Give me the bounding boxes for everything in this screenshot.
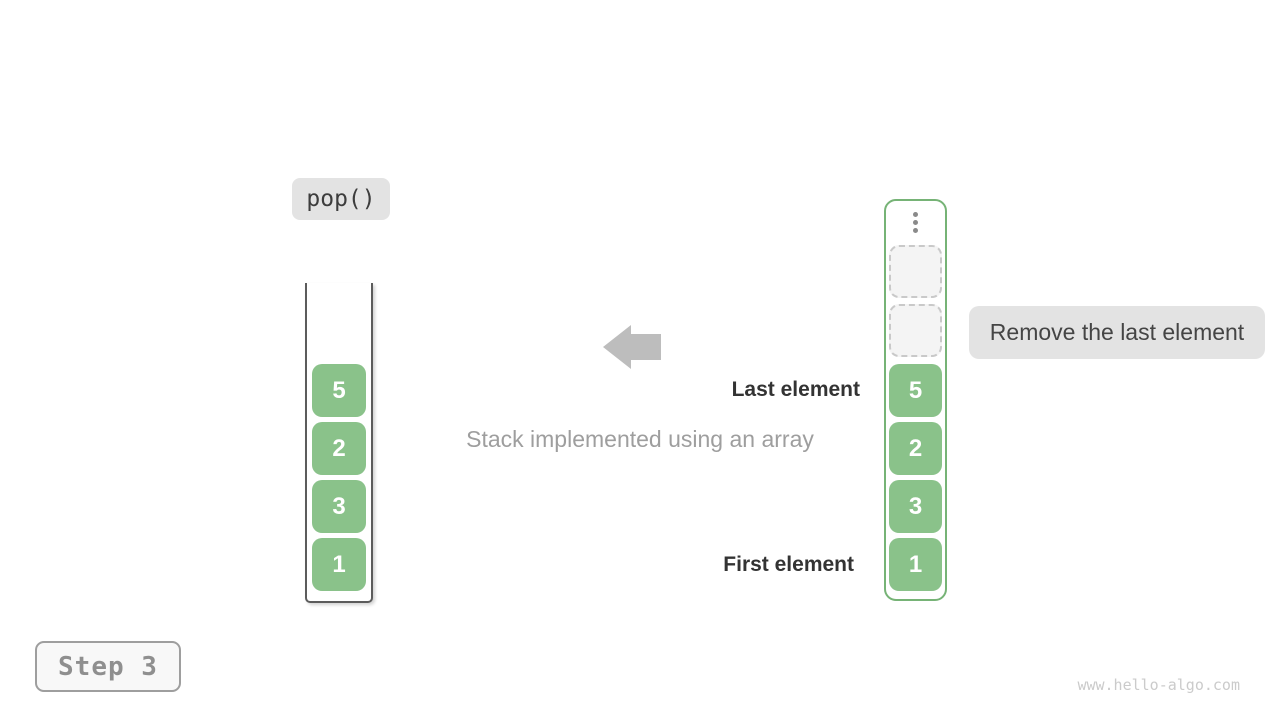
ellipsis-dot <box>913 220 918 225</box>
first-element-label: First element <box>723 553 854 576</box>
array-container: 5 2 3 1 <box>884 199 947 601</box>
array-cell: 1 <box>889 538 942 591</box>
step-badge-text: Step 3 <box>58 651 158 682</box>
ellipsis-dot <box>913 228 918 233</box>
stack-cell: 5 <box>312 364 366 417</box>
step-badge: Step 3 <box>35 641 181 692</box>
diagram-caption: Stack implemented using an array <box>466 426 814 452</box>
ellipsis-dot <box>913 212 918 217</box>
remove-callout-text: Remove the last element <box>989 319 1245 345</box>
pop-operation-text: pop() <box>306 186 376 212</box>
left-arrow-icon <box>603 325 661 369</box>
last-element-label: Last element <box>731 378 860 401</box>
stack-cell: 3 <box>312 480 366 533</box>
stack-cell: 2 <box>312 422 366 475</box>
array-cell: 3 <box>889 480 942 533</box>
stack-cell: 1 <box>312 538 366 591</box>
array-cell: 5 <box>889 364 942 417</box>
remove-callout: Remove the last element <box>969 306 1265 359</box>
watermark-text: www.hello-algo.com <box>1077 676 1240 694</box>
pop-operation-label: pop() <box>292 178 390 220</box>
array-cell: 2 <box>889 422 942 475</box>
vertical-ellipsis-icon <box>886 212 945 233</box>
array-empty-slot <box>889 245 942 298</box>
stack-container: 5 2 3 1 <box>305 283 373 603</box>
array-empty-slot <box>889 304 942 357</box>
